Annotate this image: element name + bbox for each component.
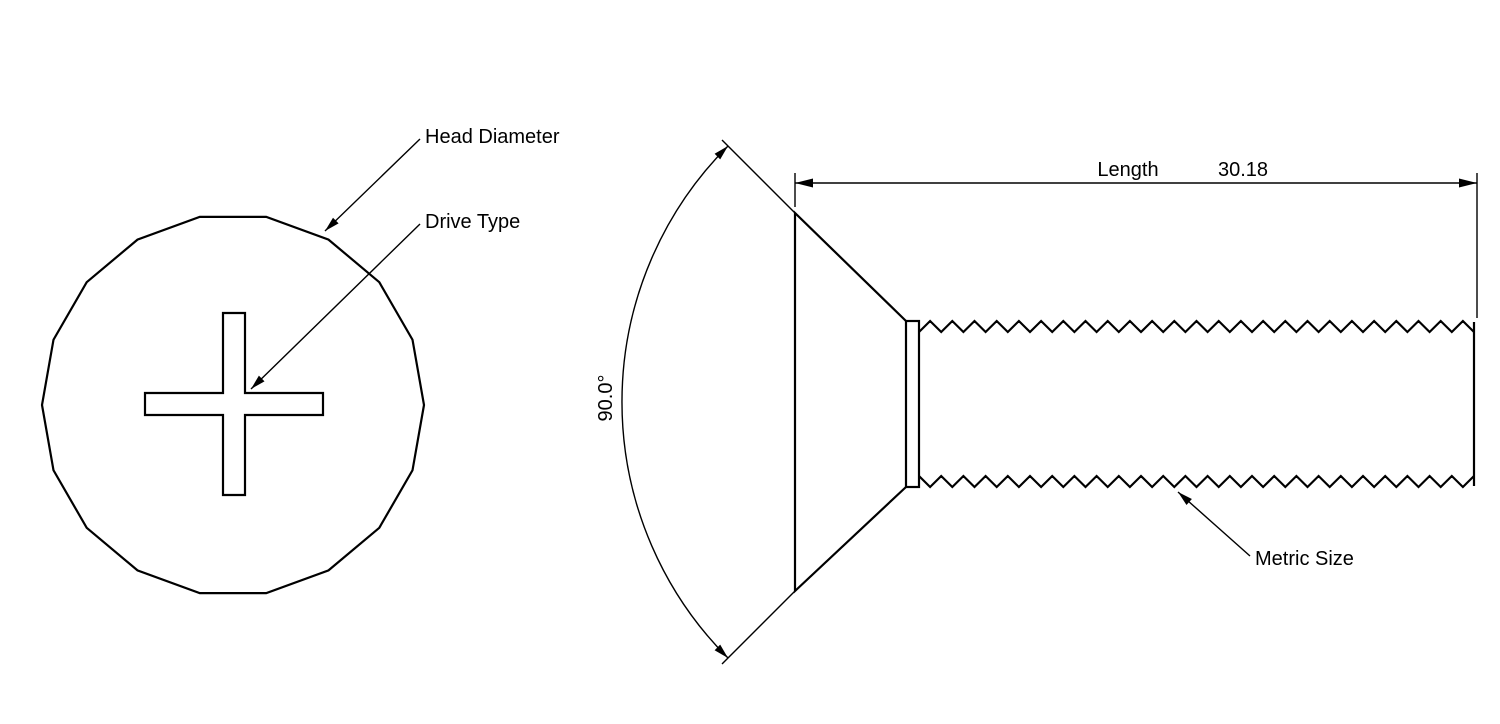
angle-extension-top xyxy=(721,139,796,214)
drive-type-arrowhead-icon xyxy=(251,375,265,389)
drive-type-leader: Drive Type xyxy=(250,211,520,390)
screw-head-outline xyxy=(40,215,426,595)
angle-extension-bottom xyxy=(721,590,796,665)
head-diameter-arrowhead-icon xyxy=(325,217,339,231)
metric-size-leader-line xyxy=(1177,491,1251,557)
countersunk-head-profile xyxy=(793,210,907,594)
thread-bottom xyxy=(918,474,1475,489)
metric-size-arrowhead-icon xyxy=(1178,492,1192,505)
angle-arc xyxy=(621,145,729,659)
length-arrowhead-left-icon xyxy=(795,178,813,188)
thread-top xyxy=(918,319,1475,334)
side-view: Length 30.18 90.0° Metric Size xyxy=(595,139,1478,665)
head-diameter-label: Head Diameter xyxy=(425,126,560,148)
head-diameter-leader-line xyxy=(324,138,421,232)
angle-arrowhead-bottom-icon xyxy=(714,644,728,658)
length-value: 30.18 xyxy=(1218,159,1268,181)
head-top-view: Head Diameter Drive Type xyxy=(40,126,560,595)
drive-type-label: Drive Type xyxy=(425,211,520,233)
angle-dimension: 90.0° xyxy=(595,139,796,665)
head-neck-band xyxy=(904,319,921,489)
length-label: Length xyxy=(1097,159,1158,181)
drive-type-leader-line xyxy=(250,223,421,390)
angle-value: 90.0° xyxy=(595,375,617,422)
phillips-drive-slot xyxy=(143,311,325,497)
length-dimension: Length 30.18 xyxy=(794,159,1478,318)
angle-arrowhead-top-icon xyxy=(714,146,728,160)
head-diameter-leader: Head Diameter xyxy=(324,126,560,232)
length-arrowhead-right-icon xyxy=(1459,178,1477,188)
metric-size-label: Metric Size xyxy=(1255,548,1354,570)
metric-size-leader: Metric Size xyxy=(1177,491,1354,570)
